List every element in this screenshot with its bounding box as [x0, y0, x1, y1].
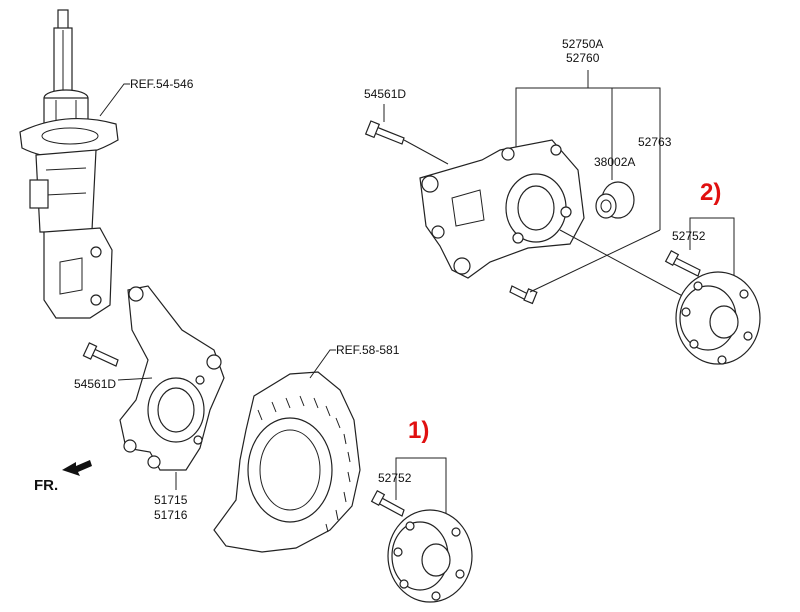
leader-52752-front	[395, 457, 447, 520]
leader-52752-rear	[689, 217, 735, 282]
dust-shield	[213, 371, 361, 553]
label-ref-54-546: REF.54-546	[130, 77, 194, 91]
callout-2: 2)	[700, 179, 721, 206]
label-52752-rear: 52752	[672, 229, 706, 243]
front-knuckle	[119, 285, 225, 471]
leader-54561d-front	[117, 377, 153, 381]
label-51716: 51716	[154, 508, 188, 522]
label-52752-front: 52752	[378, 471, 412, 485]
label-38002a: 38002A	[594, 155, 635, 169]
label-51715: 51715	[154, 493, 188, 507]
rear-hub-bearing	[664, 250, 761, 365]
label-54561d-front: 54561D	[74, 377, 116, 391]
label-52763: 52763	[638, 135, 672, 149]
fr-indicator: FR.	[34, 460, 92, 494]
leader-52763	[529, 229, 661, 293]
arrow-icon	[62, 460, 92, 476]
front-hub-bearing	[370, 490, 473, 603]
bushing	[595, 181, 635, 219]
bolt-52763	[509, 285, 538, 305]
callout-1: 1)	[408, 417, 429, 444]
leader-ref-54-546	[99, 83, 130, 117]
bolt-top	[364, 120, 405, 145]
rear-carrier	[419, 139, 585, 279]
label-52750a: 52750A	[562, 37, 603, 51]
label-fr: FR.	[34, 477, 58, 494]
label-52760: 52760	[566, 51, 600, 65]
label-54561d-top: 54561D	[364, 87, 406, 101]
label-ref-58-581: REF.58-581	[336, 343, 400, 357]
strut-assembly	[19, 9, 119, 319]
leader-ref-58-581	[309, 349, 336, 379]
bolt-front	[82, 342, 119, 367]
